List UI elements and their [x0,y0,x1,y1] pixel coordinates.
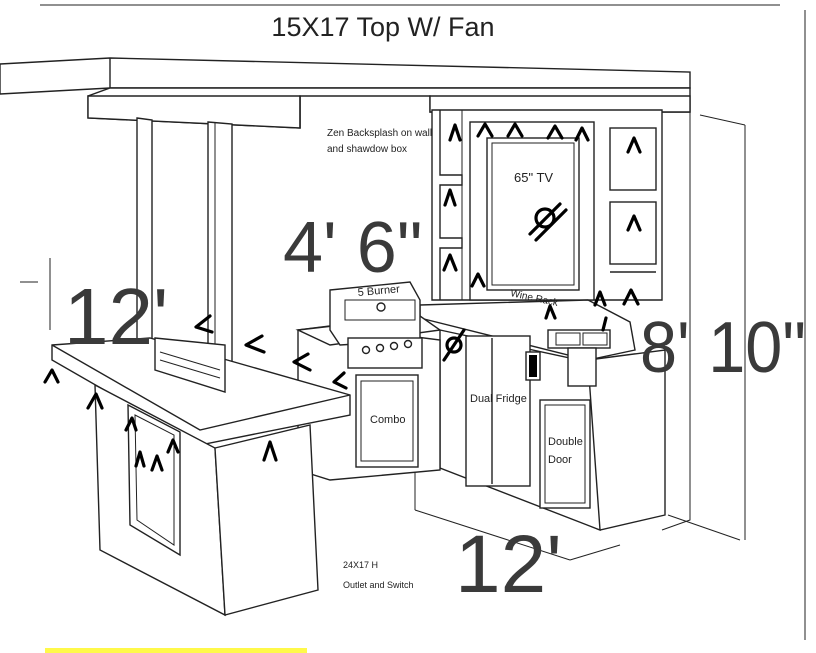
bar-island [51,337,351,617]
grill-counter [295,281,591,509]
dual-fridge-label: Dual Fridge [470,393,527,405]
outlet-note-line1: 24X17 H [343,560,378,570]
diagram-title: 15X17 Top W/ Fan [271,12,494,42]
dimension-bottom-length: 12' [455,519,562,610]
dimension-right-height: 8' 10" [640,308,806,388]
outlet-note-line2: Outlet and Switch [343,580,414,590]
burner-label: 5 Burner [357,283,400,299]
dimension-height-center: 4' 6" [283,208,422,288]
double-door-line2: Door [548,454,572,466]
pen-marks [43,122,642,472]
combo-label: Combo [370,414,405,426]
pergola-roof [0,57,691,129]
tv-label: 65" TV [514,170,553,185]
backsplash-note-line1: Zen Backsplash on wall [327,128,432,139]
wall-guide-lines [20,114,746,561]
highlight-bar [45,648,307,653]
double-door-line1: Double [548,436,583,448]
backsplash-note-line2: and shawdow box [327,144,407,155]
dimension-left-length: 12' [64,272,168,361]
faded-caption [328,645,798,653]
shadow-box-wall [431,109,691,531]
